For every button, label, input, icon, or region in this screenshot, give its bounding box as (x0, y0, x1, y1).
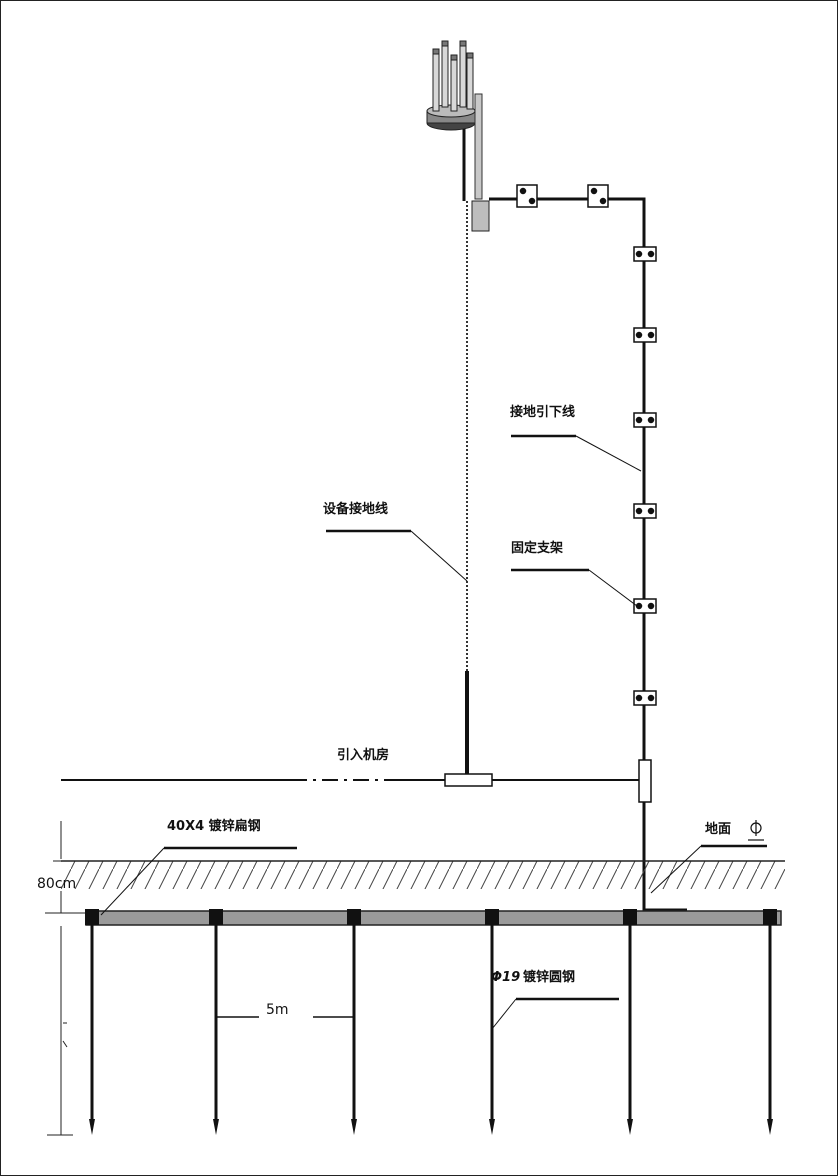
down-conductor-label: 接地引下线 (510, 404, 575, 420)
bracket-clamp (516, 184, 609, 208)
leader-line (491, 998, 517, 1030)
ground-rods (85, 909, 777, 1135)
flat-steel-bar (85, 910, 782, 926)
equipment-ground-label: 设备接地线 (323, 501, 388, 517)
round-steel-symbol: Φ19 (491, 970, 520, 985)
ground-rod (347, 909, 361, 1135)
connector-box (638, 759, 652, 803)
ground-rod (85, 909, 99, 1135)
flat-steel-label: 40X4 镀锌扁钢 (167, 818, 261, 834)
leader-line (588, 569, 638, 607)
depth-label: 80cm (37, 876, 76, 892)
leader-line (650, 845, 702, 894)
ground-rod (209, 909, 223, 1135)
equipment-box (471, 200, 490, 232)
soil-hatch (61, 861, 785, 889)
ground-rod (623, 909, 637, 1135)
bracket-clamp (633, 246, 657, 706)
ground-symbol-icon (748, 820, 764, 841)
ground-rod (485, 909, 499, 1135)
leader-line (410, 530, 468, 582)
antenna-bracket (474, 93, 483, 200)
fixing-bracket-label: 固定支架 (511, 540, 563, 556)
rod-length-dimension (47, 926, 73, 1136)
antenna-icon (426, 40, 476, 131)
leader-line (100, 847, 165, 916)
depth-dimension (45, 821, 85, 914)
leader-line (575, 435, 642, 472)
into-room-label: 引入机房 (337, 747, 389, 763)
ground-surface-label: 地面 (705, 821, 731, 837)
down-conductor-wire (489, 197, 646, 761)
connector-box (444, 773, 493, 787)
round-steel-label: 镀锌圆钢 (523, 969, 575, 985)
spacing-label: 5m (266, 1002, 289, 1018)
ground-rod (763, 909, 777, 1135)
